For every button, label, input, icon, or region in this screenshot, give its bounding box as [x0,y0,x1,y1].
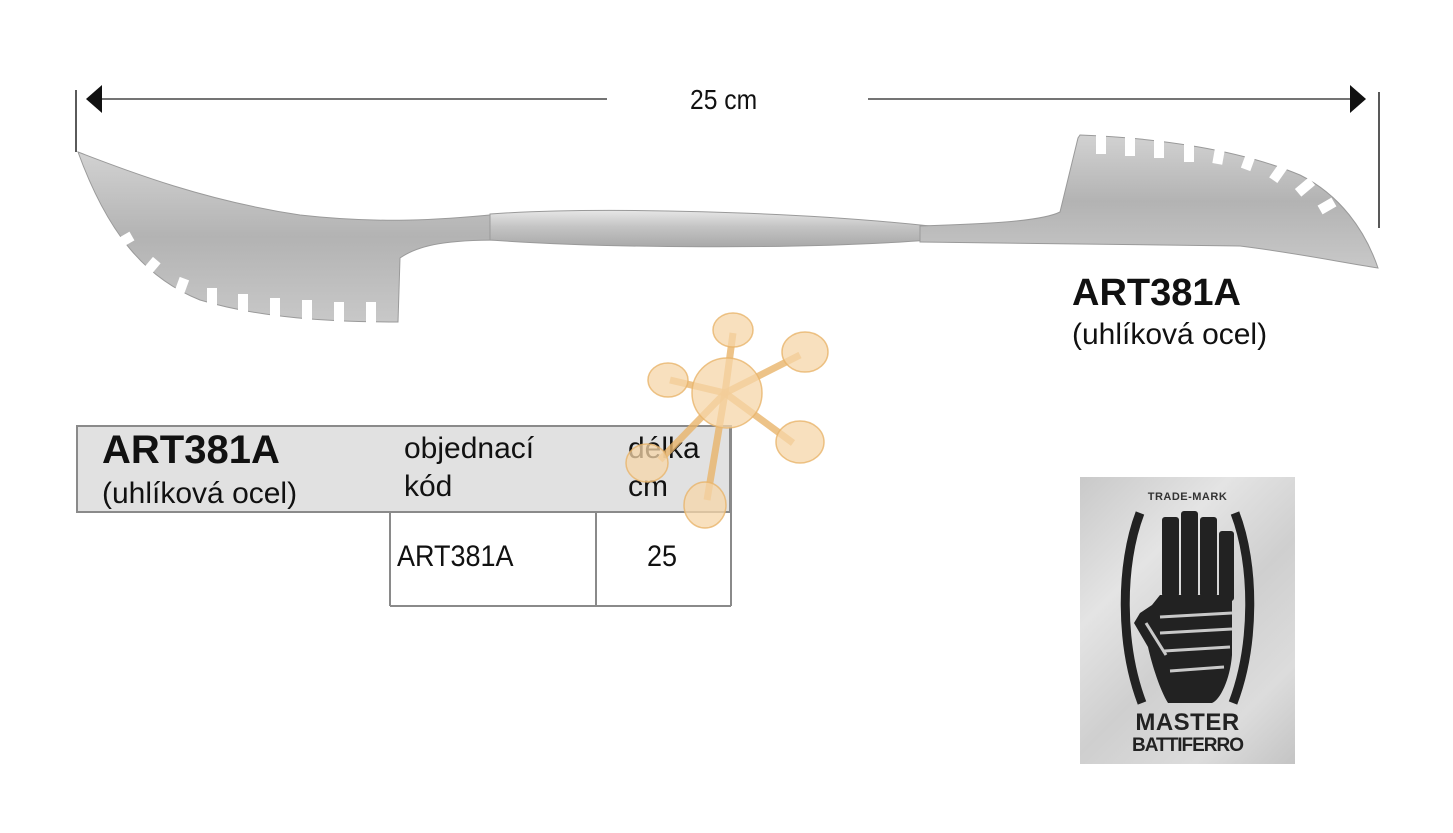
column-header-line: kód [404,470,453,503]
logo-brand-battiferro: BATTIFERRO [1131,735,1244,756]
right-blade [919,134,1379,269]
brand-logo: TRADE-MARK MASTER BATTIFERRO [1080,477,1295,764]
column-header-line: objednací [404,432,535,465]
watermark-icon [625,312,829,529]
logo-brand-master: MASTER [1135,709,1240,736]
product-material-caption: (uhlíková ocel) [1072,318,1268,351]
handle [489,209,931,248]
logo-trademark: TRADE-MARK [1147,491,1228,503]
left-blade [77,151,501,323]
table-title-material: (uhlíková ocel) [102,477,298,510]
dimension-line [75,85,1380,228]
column-header-order-code: objednací kód [404,430,534,506]
right-teeth [1096,134,1337,215]
arrow-right-icon [1350,85,1366,113]
table-header [76,425,731,513]
table-cell-length: 25 [647,540,678,573]
product-code-caption: ART381A [1072,272,1241,314]
table-cell-order-code: ART381A [397,540,514,573]
glove-icon [1120,511,1255,705]
dimension-label: 25 cm [690,84,758,115]
table-title-code: ART381A [102,428,280,472]
left-teeth [115,231,376,324]
arrow-left-icon [86,85,102,113]
